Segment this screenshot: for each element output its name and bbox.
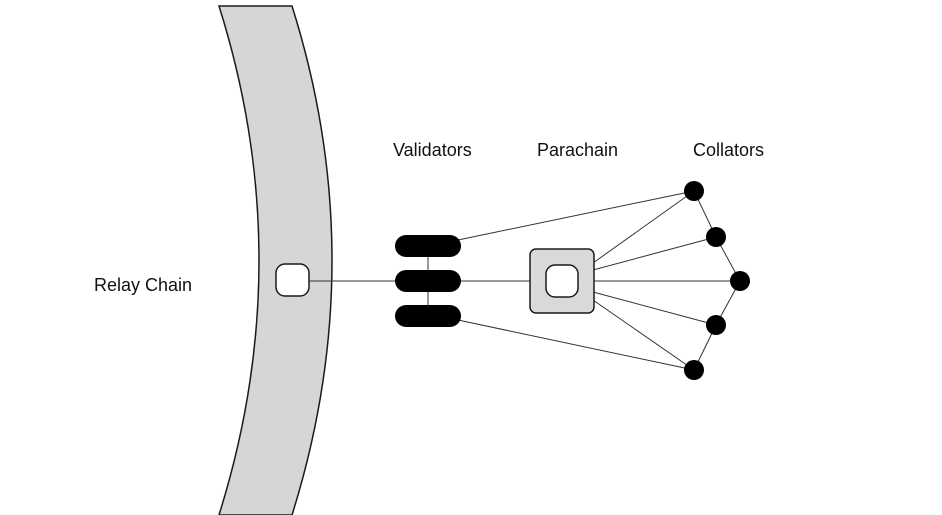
parachain-label: Parachain xyxy=(537,140,619,160)
collator-node xyxy=(706,227,726,247)
collator-node xyxy=(706,315,726,335)
validator-to-collator-line xyxy=(457,190,695,241)
parachain-to-collator-line xyxy=(592,190,695,264)
relay-chain-label: Relay Chain xyxy=(94,275,193,295)
validator-to-collator-line xyxy=(457,319,695,371)
collator-node xyxy=(730,271,750,291)
validator-node xyxy=(395,305,461,327)
parachain-to-collator-line xyxy=(592,236,717,271)
collator-node xyxy=(684,181,704,201)
parachain-to-collator-line xyxy=(592,291,717,326)
parachain-core xyxy=(545,264,579,298)
validator-node xyxy=(395,270,461,292)
parachain-to-collator-line xyxy=(592,299,695,371)
relay-chain-slot xyxy=(275,263,310,297)
collator-node xyxy=(684,360,704,380)
relay-chain-ring xyxy=(217,5,333,515)
collators-label: Collators xyxy=(693,140,765,160)
validators-label: Validators xyxy=(393,140,472,160)
validator-node xyxy=(395,235,461,257)
